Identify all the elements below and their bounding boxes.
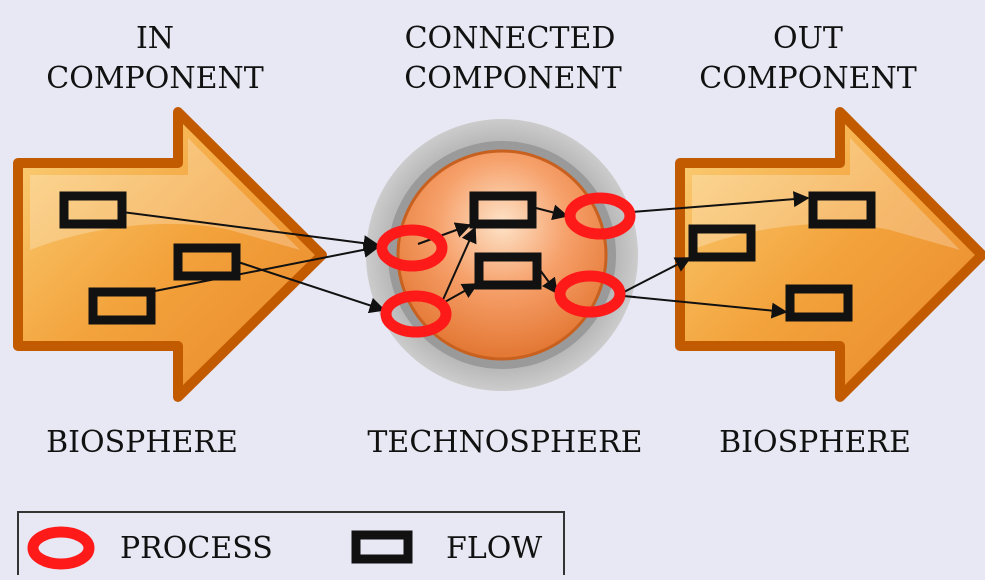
flows — [59, 191, 876, 325]
processes — [376, 192, 636, 338]
biosphere-right-label: BIOSPHERE — [719, 425, 911, 460]
connector-flow-top-to-process3 — [535, 204, 569, 221]
connector-process3-to-out-flow1 — [631, 191, 810, 213]
flow-box — [474, 252, 542, 290]
flow-box — [59, 191, 127, 229]
out-component-arrow — [675, 107, 985, 402]
connector-flow-mid-to-process4 — [539, 269, 558, 295]
flow-box — [469, 191, 537, 229]
connected-component-title-line2: COMPONENT — [404, 61, 621, 96]
connector-in-flow1-to-process1 — [121, 211, 380, 252]
flow-box — [808, 191, 876, 229]
connected-component-title-line1: CONNECTED — [405, 21, 616, 56]
biosphere-left-label: BIOSPHERE — [46, 425, 238, 460]
out-component-title-line2: COMPONENT — [699, 61, 916, 96]
legend-process-icon — [27, 526, 95, 570]
connector-in-flow2-to-process2 — [237, 261, 386, 314]
legend-flow-icon — [351, 530, 413, 564]
in-component-title-line2: COMPONENT — [46, 61, 263, 96]
process-node — [380, 290, 452, 338]
in-component-title-line1: IN — [136, 21, 174, 56]
connector-process4-to-out-flow3 — [623, 295, 788, 319]
legend-process-label: PROCESS — [120, 531, 273, 566]
process-node — [564, 192, 636, 240]
out-component-title-line1: OUT — [773, 21, 843, 56]
flow-connections — [121, 191, 810, 319]
connector-process4-to-out-flow2 — [621, 257, 692, 294]
flow-box — [785, 284, 853, 322]
process-node — [376, 224, 448, 272]
legend: PROCESS FLOW — [17, 511, 565, 580]
legend-flow-label: FLOW — [446, 531, 542, 566]
technosphere-label: TECHNOSPHERE — [367, 425, 642, 460]
flow-box — [688, 224, 756, 262]
flow-box — [88, 287, 156, 325]
process-node — [554, 270, 626, 318]
connector-in-flow3-to-process1 — [154, 241, 380, 292]
connector-process2-to-flow-mid — [442, 283, 479, 304]
legend-box — [17, 511, 565, 580]
connector-process2-to-flow-top — [441, 226, 477, 303]
connector-process1-to-flow-top — [417, 222, 472, 245]
flow-box — [173, 243, 241, 281]
in-component-arrow — [13, 107, 327, 402]
